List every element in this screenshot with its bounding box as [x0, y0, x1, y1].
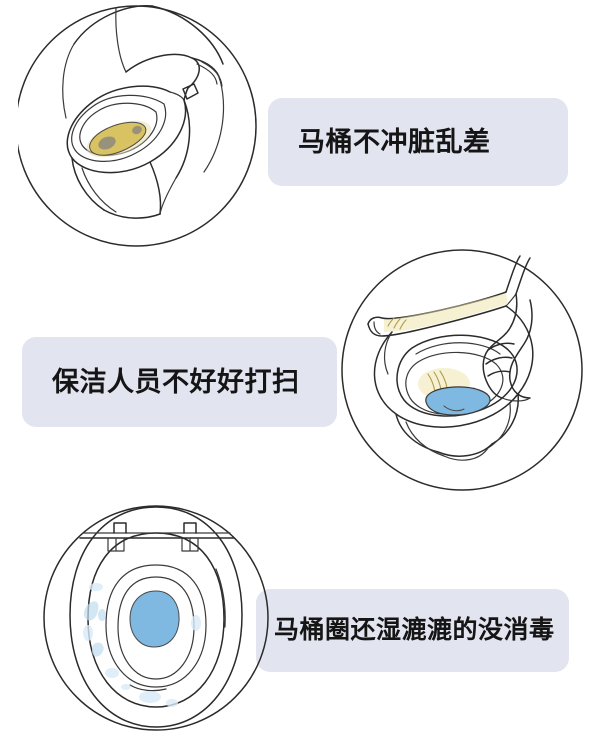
toilet-bowl-drawing-2 [341, 249, 583, 491]
caption-chip-1: 马桶不冲脏乱差 [268, 98, 568, 186]
center-water-outline [129, 590, 180, 648]
seat-ring-outer [373, 305, 534, 428]
bowl-outer-oval [69, 506, 243, 728]
pedestal-left-3 [405, 421, 445, 457]
lid-outer-edge-3 [201, 61, 223, 87]
caption-text-3: 马桶圈还湿漉漉的没消毒 [274, 616, 555, 644]
tank-seam [115, 7, 127, 73]
knuckle-3 [487, 370, 511, 377]
seat-outer-rim-join [169, 91, 185, 101]
urine-stain-outline [89, 121, 147, 156]
hinge-bolt-left [113, 522, 127, 534]
illustration-wet-toilet-seat-top-view [38, 505, 278, 734]
knuckle-2 [485, 356, 513, 365]
toilet-seat-drawing-3 [43, 505, 269, 731]
pedestal-left-2 [395, 413, 439, 453]
pedestal-right-3 [487, 403, 511, 449]
bowl-right-skirt [149, 161, 162, 215]
lid-left-cap [373, 321, 381, 335]
splash-2 [92, 642, 104, 657]
droplet-4 [139, 691, 161, 703]
bowl-left-skirt-2 [81, 167, 117, 213]
bowl-outer-right-2 [159, 177, 177, 215]
hinge-bracket-right [181, 538, 199, 552]
center-water [130, 591, 180, 647]
seat-ring-inner [396, 334, 518, 417]
water-ripple [443, 405, 465, 412]
droplet-8 [121, 684, 131, 690]
body-right-contour [203, 79, 225, 173]
seat-inner-rim [71, 94, 167, 162]
caption-chip-2: 保洁人员不好好打扫 [22, 337, 337, 427]
seat-ring-inner-highlight [415, 342, 501, 355]
pedestal-bottom-2 [437, 443, 493, 457]
arm-right-contour [508, 299, 533, 399]
lid-grime-glow [384, 293, 508, 332]
droplet-1 [89, 583, 103, 591]
droplet-5 [166, 699, 178, 707]
debris-spot-2 [132, 125, 142, 135]
seat-hinge-block [182, 83, 199, 100]
water-pool [425, 386, 490, 415]
lid-back-right [515, 257, 531, 295]
droplet-7 [98, 609, 106, 621]
droplet-6 [191, 615, 201, 631]
bowl-outer-right [175, 99, 191, 179]
bowl-scratch-3 [439, 370, 448, 389]
circle-frame-2 [341, 249, 583, 491]
hand-bottom [501, 397, 531, 402]
caption-text-1: 马桶不冲脏乱差 [298, 126, 491, 157]
seat-inner-bottom-gap [129, 684, 167, 692]
seat-inner-oval [105, 564, 207, 688]
droplet-2 [83, 625, 93, 641]
lid-outer-edge-2 [196, 63, 218, 85]
seat-outer-oval [87, 532, 225, 708]
pedestal-right-2 [491, 393, 519, 445]
knuckle-1 [487, 342, 515, 351]
toilet-bowl-drawing-1 [18, 5, 257, 247]
lid-scratch-1 [387, 317, 395, 327]
lid-inner-edge [125, 53, 200, 89]
pedestal-bottom-3 [443, 447, 489, 461]
tank-top-edge [73, 5, 153, 45]
seat-outer-highlight [215, 568, 226, 628]
pedestal-bottom [103, 209, 161, 219]
seat-ring-outer-left [383, 331, 393, 375]
bowl-left-skirt [71, 157, 105, 211]
body-left-contour [62, 43, 75, 119]
illustration-unflushed-dirty-toilet-bowl [18, 0, 258, 256]
splash-1 [83, 601, 99, 621]
hinge-bracket-left [107, 538, 125, 552]
droplet-3 [105, 668, 119, 678]
debris-spot-1 [98, 136, 116, 150]
lid-back-left [505, 255, 521, 293]
lid-scratch-2 [393, 318, 401, 329]
circle-frame-3 [43, 505, 269, 731]
lid-back-join [505, 293, 517, 307]
lid-scratch-3 [399, 319, 407, 330]
bowl-hole-oval [117, 576, 195, 680]
caption-text-2: 保洁人员不好好打扫 [52, 366, 300, 397]
caption-chip-3: 马桶圈还湿漉漉的没消毒 [256, 589, 569, 672]
illustration-hand-wiping-toilet-bowl [340, 246, 588, 496]
tank-right-edge [151, 5, 224, 65]
hinge-bolt-right [183, 522, 197, 534]
water-pool-outline [425, 386, 491, 416]
